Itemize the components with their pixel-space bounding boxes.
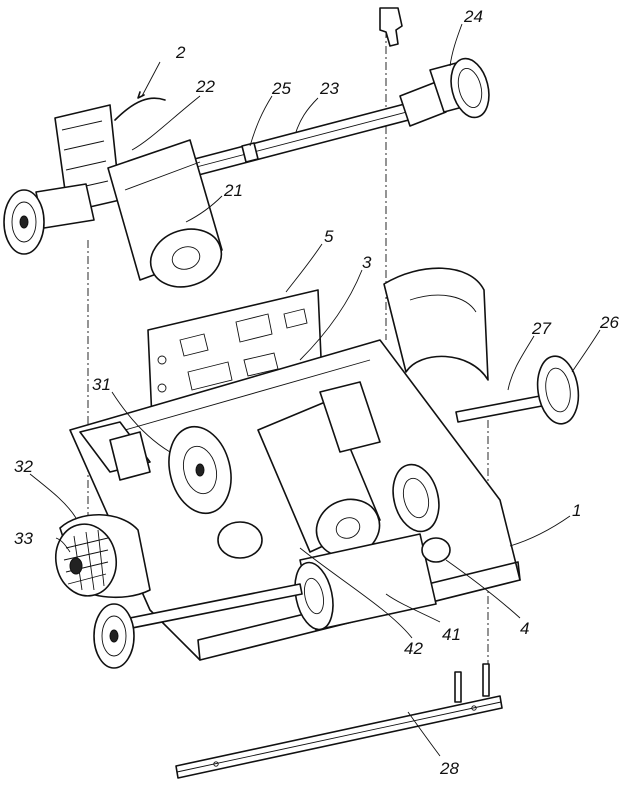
label-1: 1 [572, 501, 581, 520]
right-fender-and-wheel [383, 267, 580, 425]
label-24: 24 [463, 7, 483, 26]
label-2: 2 [175, 43, 186, 62]
label-22: 22 [195, 77, 215, 96]
drive-motor-gears [168, 381, 440, 558]
label-31: 31 [92, 375, 111, 394]
label-26: 26 [599, 313, 619, 332]
rear-axle [93, 583, 303, 669]
label-3: 3 [362, 253, 372, 272]
bottom-strip [175, 663, 503, 779]
front-brush [55, 513, 151, 599]
label-42: 42 [404, 639, 423, 658]
leader-lines [29, 23, 601, 757]
label-28: 28 [439, 759, 459, 778]
label-5: 5 [324, 227, 334, 246]
label-27: 27 [531, 319, 551, 338]
lower-motor [217, 521, 451, 631]
reference-labels: 2 22 25 23 24 21 5 3 27 26 31 32 33 1 4 … [14, 7, 619, 778]
top-axle-assembly [3, 7, 490, 288]
label-4: 4 [520, 619, 529, 638]
label-21: 21 [223, 181, 243, 200]
label-33: 33 [14, 529, 33, 548]
label-32: 32 [14, 457, 33, 476]
label-41: 41 [442, 625, 461, 644]
label-23: 23 [319, 79, 339, 98]
label-25: 25 [271, 79, 291, 98]
